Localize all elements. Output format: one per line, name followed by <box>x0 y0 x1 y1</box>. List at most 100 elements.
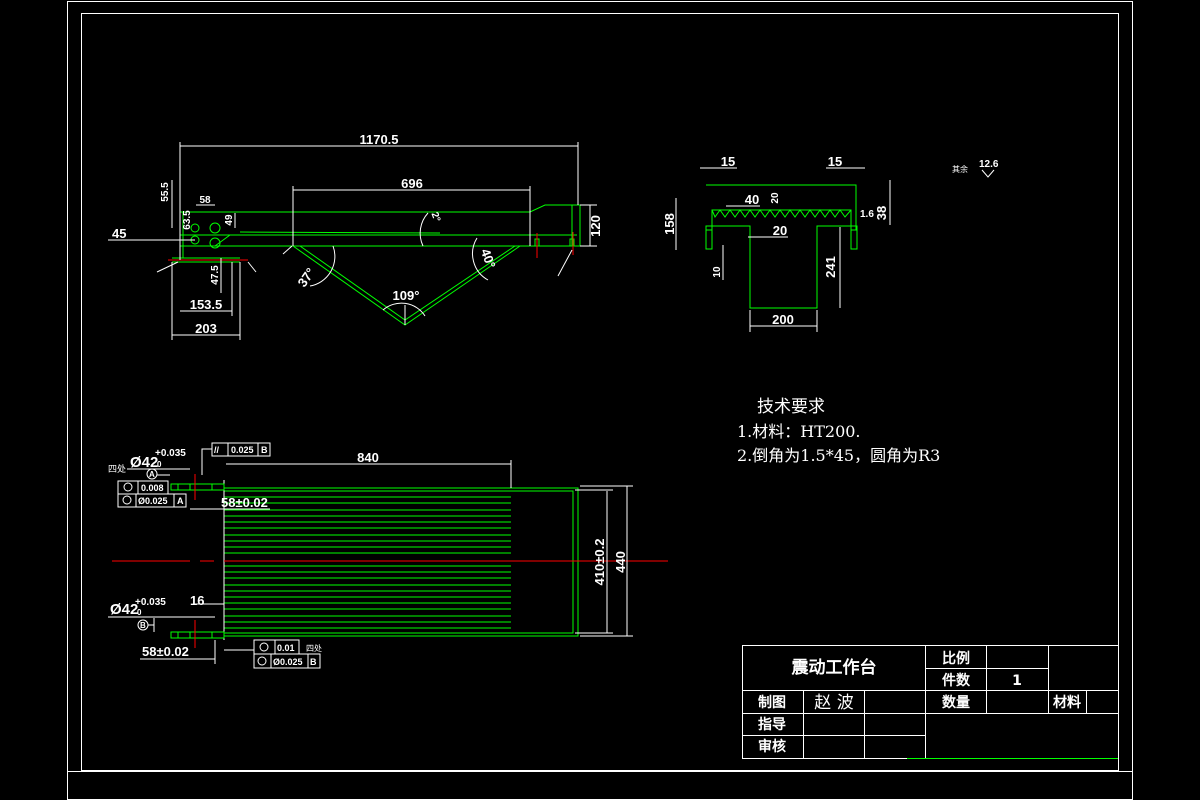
roughness-value: 12.6 <box>979 159 999 170</box>
tolerance-frame-a: 0.008 Ø0.025 A <box>117 480 187 508</box>
front-left-chamfer <box>214 234 300 247</box>
dim-right-wall: 15 <box>828 154 842 169</box>
dim-overall-length: 1170.5 <box>359 132 398 147</box>
angle-slope: 2° <box>429 211 443 224</box>
angle-apex: 109° <box>393 288 420 303</box>
section-grooves <box>711 209 852 219</box>
section-view: 15 15 158 40 20 20 1.6 38 10 241 200 <box>662 154 891 332</box>
dim-roughness: 1.6 <box>860 209 874 220</box>
dim-gap: 16 <box>190 593 204 608</box>
leader <box>557 249 573 277</box>
coaxiality-icon <box>257 656 267 666</box>
dim-shaft-top: Ø42 <box>130 454 158 471</box>
coaxiality-icon <box>122 495 132 505</box>
roughness-note: 其余 12.6 <box>952 159 999 178</box>
hole <box>190 223 200 233</box>
dim-shaft-bottom-tol-lower: 0 <box>137 608 142 617</box>
count-value: 1 <box>1012 673 1022 689</box>
angle-arc-left <box>309 245 336 287</box>
tolerance-frame-box <box>253 653 321 669</box>
dim-shaft-len-top: 58±0.02 <box>221 495 268 510</box>
angle-left: 37° <box>295 265 319 290</box>
part-name: 震动工作台 <box>791 657 877 678</box>
hole <box>209 237 221 249</box>
dim-slot-length: 696 <box>401 176 423 191</box>
tolerance-datum: B <box>310 657 317 667</box>
dim-shaft-top-tol-lower: 0 <box>157 460 162 469</box>
cylindricity-icon <box>259 642 269 652</box>
dim-foot: 10 <box>712 266 723 278</box>
drawn-label: 制图 <box>758 694 786 711</box>
datum-b-label: B <box>140 621 146 630</box>
note-bottom: 四处 <box>306 643 322 653</box>
tolerance-value: 0.008 <box>141 483 164 493</box>
tolerance-frame-box <box>117 493 187 508</box>
tolerance-frame-parallel: // 0.025 B <box>201 442 271 475</box>
material-label: 材料 <box>1053 694 1081 711</box>
shaft-bottom <box>170 631 225 639</box>
dim-hole-offset: 63.5 <box>182 210 193 230</box>
hole <box>209 222 221 234</box>
dim-gap: 20 <box>773 223 787 238</box>
drawn-value: 赵 波 <box>814 693 853 713</box>
scale-label: 比例 <box>942 650 970 667</box>
dim-height-right: 120 <box>588 215 603 237</box>
tolerance-value: 0.01 <box>277 643 295 653</box>
dim-shaft-top-tol-upper: +0.035 <box>155 448 186 459</box>
dim-groove-depth: 20 <box>770 192 781 204</box>
dim-inner-width: 153.5 <box>190 297 223 312</box>
datum-a-marker <box>146 468 158 480</box>
qty-label: 数量 <box>942 694 970 711</box>
tech-requirements-title: 技术要求 <box>757 397 825 417</box>
dim-shaft-bottom-tol-upper: +0.035 <box>135 597 166 608</box>
plan-inner <box>223 490 574 634</box>
dim-stem-width: 200 <box>772 312 794 327</box>
title-block: 震动工作台 比例 件数 1 制图 赵 波 数量 材料 指导 审核 <box>742 645 1119 759</box>
dim-plan-inner-width: 410±0.2 <box>592 539 607 586</box>
dim-stem-height: 241 <box>823 256 838 278</box>
tolerance-value: Ø0.025 <box>273 657 303 667</box>
tolerance-datum: B <box>261 445 268 455</box>
angle-arc-slope <box>419 212 429 247</box>
tolerance-value: 0.025 <box>231 445 254 455</box>
dim-shaft-bottom: Ø42 <box>110 601 138 618</box>
count-label: 件数 <box>942 672 971 689</box>
front-body-outline <box>180 204 581 247</box>
section-right-foot <box>850 225 858 250</box>
sheet-inner-border <box>81 13 1119 771</box>
note-top: 四处 <box>108 463 126 475</box>
cylindricity-icon <box>123 482 133 492</box>
front-slope-line <box>239 231 441 234</box>
shaft-top <box>170 483 225 491</box>
datum-a-label: A <box>149 470 155 479</box>
roughness-symbol-icon <box>981 169 995 178</box>
roughness-label: 其余 <box>952 164 968 174</box>
review-label: 审核 <box>758 738 786 755</box>
guide-label: 指导 <box>758 716 786 733</box>
plan-ribs <box>224 496 511 629</box>
angle-right: 40° <box>478 247 499 271</box>
dim-hole-height: 49 <box>224 214 235 226</box>
plan-view: 840 410±0.2 440 Ø42 +0.035 0 四处 A 58±0.0… <box>108 442 668 669</box>
leader <box>247 261 257 273</box>
tolerance-datum: A <box>177 496 184 506</box>
dim-shaft-len-bottom: 58±0.02 <box>142 644 189 659</box>
leader <box>201 448 212 475</box>
tolerance-value: Ø0.025 <box>138 496 168 506</box>
tech-requirement-item: 1.材料：HT200. <box>737 422 861 441</box>
dim-top-height: 38 <box>874 206 889 220</box>
dim-outer-width: 203 <box>195 321 217 336</box>
angle-arc-right <box>472 237 489 281</box>
slot <box>569 238 575 247</box>
parallel-icon: // <box>214 445 220 455</box>
dim-top-offset: 55.5 <box>160 182 171 202</box>
dim-left-wall: 15 <box>721 154 735 169</box>
sheet-outer-border <box>67 1 1133 800</box>
dim-depth: 47.5 <box>210 265 221 285</box>
leader <box>156 261 179 273</box>
leader <box>282 245 293 255</box>
angle-arc-apex <box>382 302 426 317</box>
section-stem <box>712 225 851 309</box>
section-left-foot <box>705 225 713 250</box>
